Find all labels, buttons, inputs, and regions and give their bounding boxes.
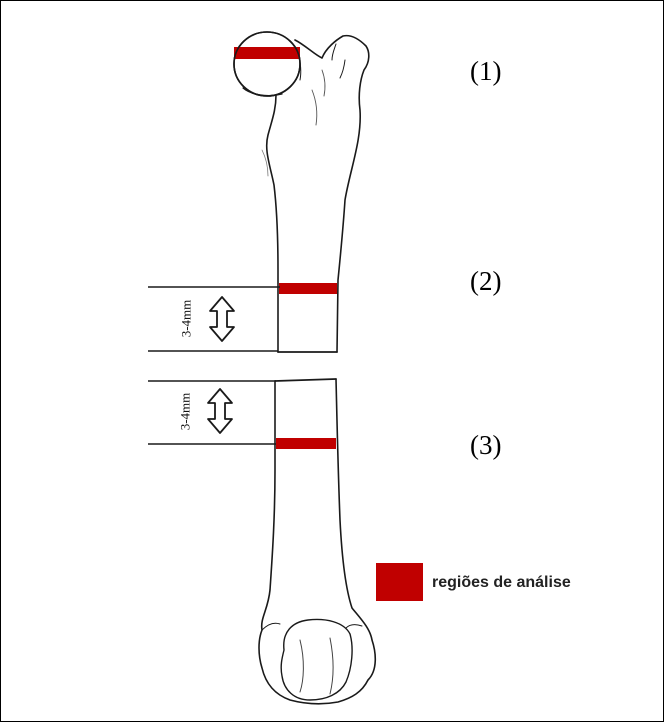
condyle-outline (281, 620, 352, 700)
legend-label: regiões de análise (432, 575, 571, 591)
analysis-region-2 (279, 283, 337, 294)
legend-swatch (376, 563, 423, 601)
region-label-1: (1) (470, 58, 501, 85)
analysis-region-3 (276, 438, 336, 449)
lower-measurement (148, 381, 276, 444)
lower-measurement-label: 3-4mm (178, 393, 191, 431)
upper-femur-segment (234, 32, 369, 352)
upper-measurement-label: 3-4mm (179, 300, 192, 338)
region-label-3: (3) (470, 432, 501, 459)
upper-measurement (148, 287, 280, 351)
lower-femur-segment (259, 379, 375, 704)
region-label-2: (2) (470, 268, 501, 295)
trochanter-outline (295, 36, 369, 352)
